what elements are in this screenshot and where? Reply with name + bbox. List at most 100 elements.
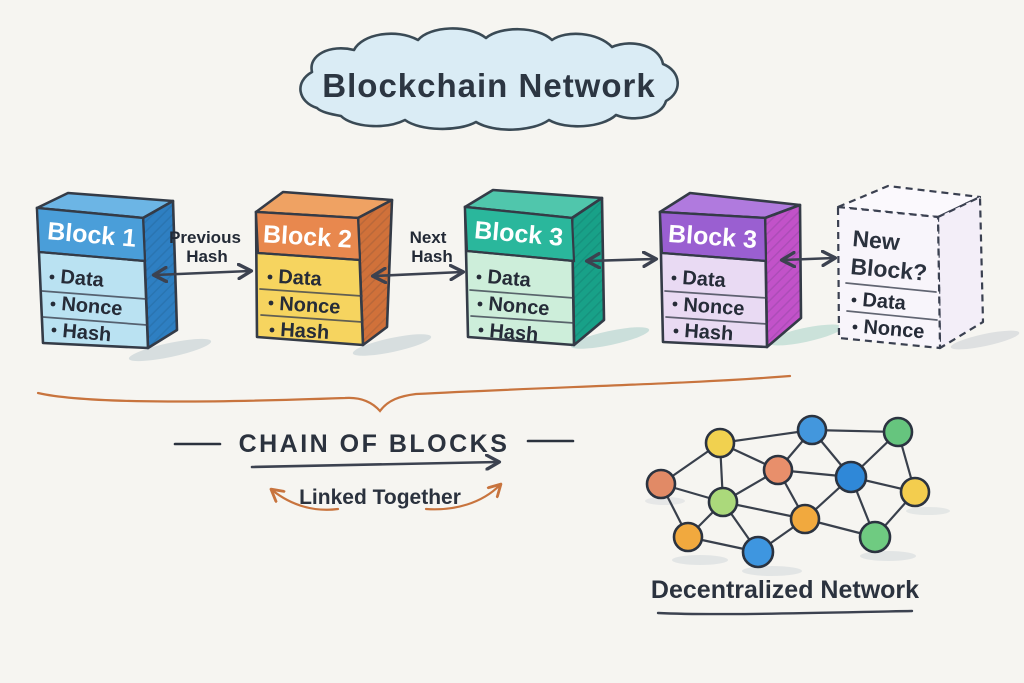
block-title: Block 2 <box>262 220 352 253</box>
caption-underline <box>656 609 914 616</box>
block-item: Hash <box>489 320 540 346</box>
prev-hash-label-line2: Hash <box>186 247 228 266</box>
chain-annotation: CHAIN OF BLOCKS Linked Together <box>36 374 792 511</box>
row-divider <box>470 315 575 324</box>
cloud-shape <box>299 27 679 131</box>
block-item: Data <box>682 267 728 292</box>
block-side-face <box>936 195 985 350</box>
side-hatch <box>572 198 604 345</box>
bullet <box>268 300 274 306</box>
block-item: Data <box>862 289 908 315</box>
bullet <box>51 327 57 333</box>
network-node <box>858 520 892 554</box>
shadow <box>742 566 802 576</box>
network-node <box>789 503 821 535</box>
shadow <box>906 507 950 515</box>
bullet <box>672 301 678 307</box>
shadow <box>645 497 685 505</box>
row-divider <box>42 316 148 326</box>
new-block-title-line1: New <box>852 225 901 255</box>
bullet <box>852 324 858 330</box>
new-block: New Block? Data Nonce <box>836 184 985 350</box>
bullet <box>671 275 677 281</box>
block-4: Block 3 Data Nonce Hash <box>658 191 803 349</box>
chain-of-blocks-label: CHAIN OF BLOCKS <box>239 430 510 458</box>
block-item: Nonce <box>683 294 746 320</box>
row-divider <box>41 290 147 300</box>
bullet <box>476 274 482 280</box>
decentralized-network: Decentralized Network <box>645 414 950 616</box>
row-divider <box>665 316 768 325</box>
side-hatch <box>765 205 801 347</box>
linked-together-label: Linked Together <box>299 486 461 509</box>
chain-brace <box>36 374 792 413</box>
block-item: Nonce <box>61 293 124 320</box>
block4-newblock-arrow <box>783 258 834 260</box>
network-node <box>882 416 914 448</box>
shadow <box>570 327 650 349</box>
bullet <box>267 274 273 280</box>
network-node <box>704 427 736 459</box>
header-divider <box>465 249 576 263</box>
network-node <box>762 454 794 486</box>
row-divider <box>664 290 768 299</box>
next-hash-label-line2: Hash <box>411 247 453 266</box>
network-node <box>741 535 775 569</box>
bullet <box>673 328 679 334</box>
chain-direction-arrow <box>250 462 498 467</box>
network-node <box>899 476 931 508</box>
block-title: Block 3 <box>667 220 758 254</box>
bullet <box>477 301 483 307</box>
bullet <box>49 274 55 280</box>
prev-hash-arrow <box>155 271 250 275</box>
connection-arrows: Previous Hash Next Hash <box>155 228 834 276</box>
next-hash-label-line1: Next <box>410 228 447 247</box>
block-item: Data <box>278 266 323 291</box>
diagram-title: Blockchain Network <box>322 67 655 104</box>
row-divider <box>846 310 938 321</box>
linked-arrow-left <box>272 490 340 511</box>
network-nodes <box>645 414 931 569</box>
row-divider <box>845 282 937 293</box>
shadow <box>767 324 843 346</box>
network-node <box>645 468 677 500</box>
header-divider <box>37 250 147 263</box>
network-node <box>672 521 704 553</box>
network-node <box>796 414 828 446</box>
block-2: Block 2 Data Nonce Hash <box>254 190 394 347</box>
block-shadows <box>128 324 1020 362</box>
header-divider <box>660 251 768 263</box>
network-caption: Decentralized Network <box>651 576 919 604</box>
network-node <box>834 460 868 494</box>
title-cloud: Blockchain Network <box>299 27 679 131</box>
row-divider <box>259 288 363 297</box>
row-divider <box>260 314 363 323</box>
shadow <box>950 330 1020 350</box>
block-item: Hash <box>280 319 330 344</box>
shadow <box>672 555 728 565</box>
shadow <box>128 338 212 362</box>
network-edge <box>718 428 814 445</box>
linked-arrow-right <box>424 485 500 511</box>
bullet <box>478 327 484 333</box>
network-node-shadows <box>645 497 950 576</box>
block-item: Nonce <box>863 316 926 343</box>
block3-block4-arrow <box>588 259 655 261</box>
prev-hash-label-line1: Previous <box>169 228 241 247</box>
shadow <box>860 551 916 561</box>
block-item: Hash <box>684 320 734 345</box>
next-hash-arrow <box>374 272 462 276</box>
bullet <box>269 327 275 333</box>
block-item: Data <box>60 266 106 292</box>
row-divider <box>469 289 575 299</box>
bullet <box>50 301 56 307</box>
block-item: Data <box>487 266 533 292</box>
bullet <box>851 297 857 303</box>
shadow <box>352 334 432 356</box>
block-item: Nonce <box>488 293 551 320</box>
header-divider <box>256 251 362 262</box>
network-node <box>707 486 739 518</box>
block-item: Hash <box>62 320 113 346</box>
